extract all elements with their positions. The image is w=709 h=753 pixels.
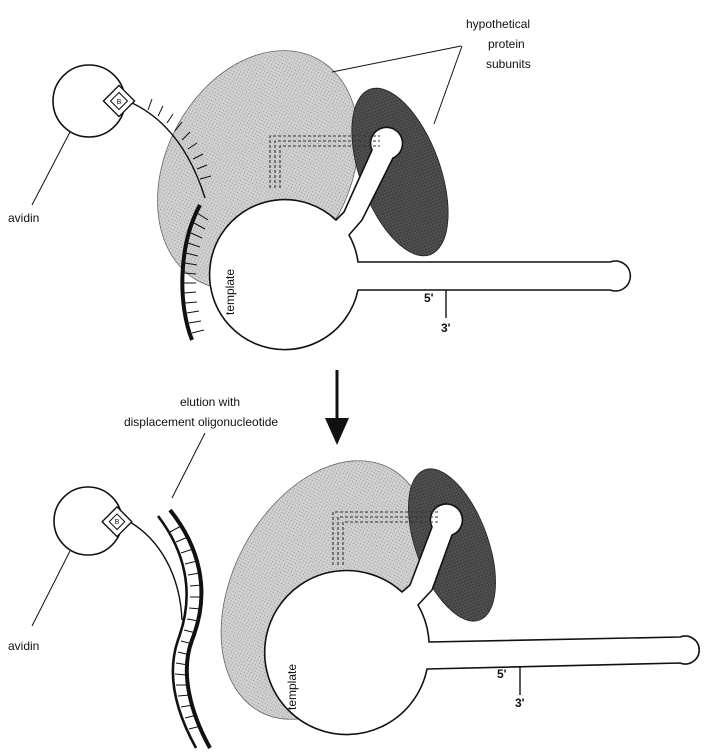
template-label-top: template <box>223 269 237 315</box>
biotin-symbol-bottom: B <box>115 519 120 526</box>
down-arrow-icon <box>325 418 349 445</box>
avidin-label-top: avidin <box>8 211 39 225</box>
subunits-label-line3: subunits <box>486 57 531 71</box>
biotin-symbol-top: B <box>117 99 122 106</box>
three-prime-label-bottom: 3' <box>515 696 525 710</box>
subunits-label-line2: protein <box>488 37 525 51</box>
avidin-label-bottom: avidin <box>8 639 39 653</box>
subunit-leader-light <box>332 46 461 72</box>
biotin-linker-bottom <box>130 522 182 620</box>
elution-label-line1: elution with <box>180 395 240 409</box>
five-prime-label-bottom: 5' <box>497 667 507 681</box>
avidin-leader-bottom <box>32 551 70 626</box>
five-prime-label-top: 5' <box>424 291 434 305</box>
bottom-panel: B avidin template 5' 3' <box>8 425 699 753</box>
avidin-leader-top <box>32 132 70 205</box>
top-panel: B hypothetical protein subunits avidin t… <box>8 16 630 350</box>
elution-leader <box>172 433 205 498</box>
template-label-bottom: template <box>285 664 299 710</box>
three-prime-label-top: 3' <box>441 321 451 335</box>
subunits-label-line1: hypothetical <box>466 17 530 31</box>
subunit-leader-dark <box>434 46 462 124</box>
elution-label-line2: displacement oligonucleotide <box>124 415 278 429</box>
